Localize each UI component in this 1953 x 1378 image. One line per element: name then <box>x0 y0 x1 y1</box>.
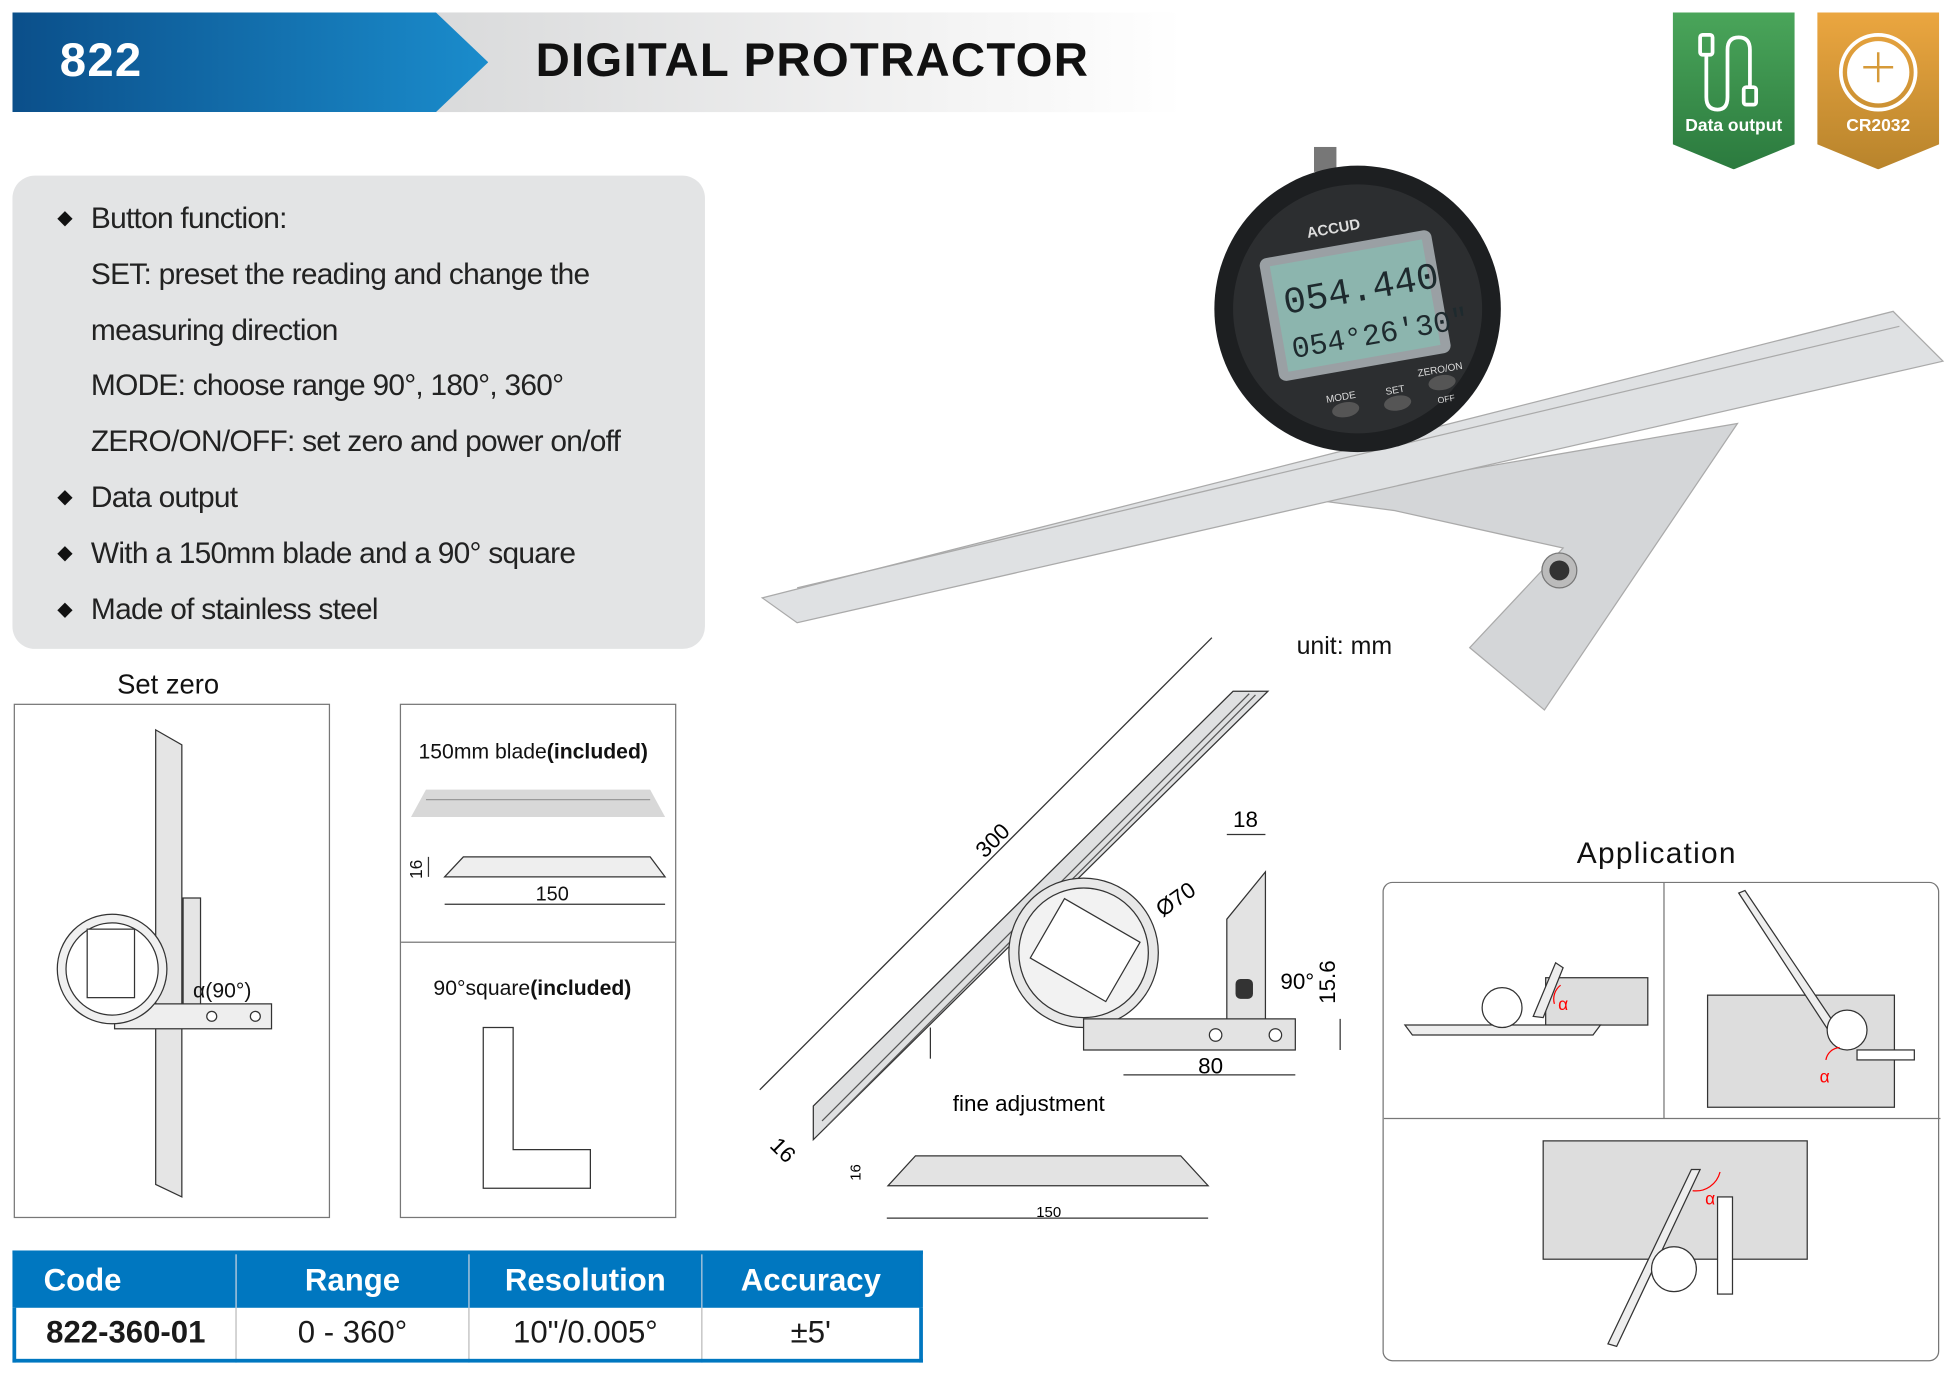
blade-included: (included) <box>546 739 648 764</box>
dim-diameter: Ø70 <box>1151 877 1200 922</box>
data-output-badge: Data output <box>1672 12 1795 170</box>
dim-angle: 90° <box>1280 969 1314 994</box>
bullet-icon: ◆ <box>57 486 73 509</box>
feature-line: Made of stainless steel <box>90 592 379 627</box>
blade-drawing <box>411 789 667 905</box>
angle-symbol: α <box>1705 1188 1715 1208</box>
spec-table: Code Range Resolution Accuracy 822-360-0… <box>12 1250 923 1363</box>
cell-resolution: 10"/0.005° <box>468 1307 703 1361</box>
off-label: OFF <box>1437 393 1456 406</box>
cr2032-label: CR2032 <box>1846 114 1911 135</box>
set-zero-title: Set zero <box>117 668 220 700</box>
set-zero-drawing <box>56 728 273 1198</box>
feature-line: With a 150mm blade and a 90° square <box>90 536 576 571</box>
feature-line: ZERO/ON/OFF: set zero and power on/off <box>90 424 621 459</box>
dim-short-16: 16 <box>848 1164 865 1181</box>
application-figure: α α α <box>1382 881 1941 1362</box>
fine-adjustment-label: fine adjustment <box>953 1091 1106 1116</box>
features-panel: ◆ Button function: SET: preset the readi… <box>12 175 705 649</box>
dim-80: 80 <box>1198 1054 1223 1079</box>
square-caption: 90°square(included) <box>433 976 631 1001</box>
cell-accuracy: ±5' <box>701 1307 922 1361</box>
application-drawings: α α α <box>1383 883 1941 1348</box>
square-drawing <box>482 1026 591 1189</box>
coin-battery-icon <box>1838 33 1918 112</box>
angle-symbol: α <box>1820 1066 1830 1086</box>
feature-line: MODE: choose range 90°, 180°, 360° <box>90 368 564 403</box>
header-code-banner <box>12 12 489 113</box>
col-accuracy: Accuracy <box>701 1252 922 1308</box>
col-range: Range <box>236 1252 470 1308</box>
square-included: (included) <box>530 976 632 1001</box>
feature-line: Data output <box>90 480 238 515</box>
header-band <box>435 12 1184 113</box>
unit-label: unit: mm <box>1296 632 1393 661</box>
blade-length-dim: 150 <box>535 884 569 906</box>
dim-300: 300 <box>971 818 1015 862</box>
blade-height-dim: 16 <box>405 859 426 880</box>
bullet-icon: ◆ <box>57 207 73 230</box>
bullet-icon: ◆ <box>57 543 73 565</box>
blade-caption: 150mm blade(included) <box>418 740 647 765</box>
divider <box>401 941 676 943</box>
cell-range: 0 - 360° <box>236 1307 470 1361</box>
table-row: 822-360-01 0 - 360° 10"/0.005° ±5' <box>14 1307 922 1361</box>
usb-cable-icon <box>1698 33 1759 112</box>
dim-short-150: 150 <box>1036 1204 1061 1221</box>
page-title: DIGITAL PROTRACTOR <box>535 34 1090 88</box>
table-header-row: Code Range Resolution Accuracy <box>14 1252 922 1308</box>
dim-18: 18 <box>1233 807 1258 832</box>
product-photo: 054.440 054°26'30" ACCUD MODE SET ZERO/O… <box>760 146 1945 711</box>
cell-code: 822-360-01 <box>14 1307 237 1361</box>
square-label: 90°square <box>433 976 531 1001</box>
angle-symbol: α <box>1558 994 1568 1014</box>
cr2032-badge: CR2032 <box>1817 12 1940 170</box>
col-resolution: Resolution <box>468 1252 703 1308</box>
angle-label: α(90°) <box>193 978 252 1003</box>
feature-line: measuring direction <box>90 313 338 348</box>
feature-line: SET: preset the reading and change the <box>90 257 590 292</box>
set-zero-figure: α(90°) <box>13 703 331 1219</box>
dim-16: 16 <box>765 1132 800 1167</box>
application-title: Application <box>1576 836 1737 871</box>
product-code: 822 <box>59 34 143 88</box>
dim-15-6: 15.6 <box>1315 960 1340 1004</box>
accessories-figure: 150mm blade(included) 150 16 90°square(i… <box>399 703 677 1219</box>
feature-line: Button function: <box>90 201 288 236</box>
data-output-label: Data output <box>1685 114 1783 135</box>
blade-label: 150mm blade <box>418 739 547 764</box>
mode-button-label: MODE <box>1325 390 1357 406</box>
col-code: Code <box>14 1252 237 1308</box>
set-button-label: SET <box>1385 384 1406 398</box>
dimension-drawing: 300 16 Ø70 18 90° 15.6 80 fine adjustmen… <box>759 637 1341 1221</box>
bullet-icon: ◆ <box>57 599 73 621</box>
